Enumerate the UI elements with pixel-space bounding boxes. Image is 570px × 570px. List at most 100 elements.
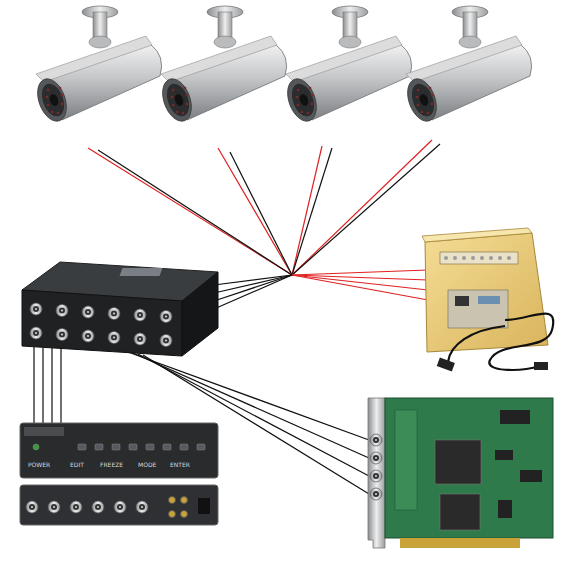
line-shape (230, 152, 292, 275)
bnc-connector (370, 470, 382, 482)
g-shape (444, 256, 511, 260)
rect-shape (395, 410, 417, 510)
line-shape (292, 146, 322, 275)
rect-shape (400, 538, 520, 548)
bullet-camera (282, 6, 411, 125)
rca-jack (169, 497, 176, 504)
rect-shape (495, 450, 513, 460)
bnc-row (370, 434, 382, 500)
panel-button (78, 444, 86, 450)
panel-label: EDIT (70, 462, 84, 468)
circle-shape (444, 256, 448, 260)
polygon-shape (368, 398, 385, 548)
circle-shape (489, 256, 493, 260)
circle-shape (453, 256, 457, 260)
rect-shape (437, 358, 455, 372)
path-shape (489, 313, 553, 369)
bnc-connector (134, 309, 146, 321)
line-shape (98, 150, 292, 275)
bnc-connector (370, 434, 382, 446)
rect-shape (498, 500, 512, 518)
rect-shape (20, 485, 218, 525)
panel-button (163, 444, 171, 450)
bnc-connector (82, 330, 94, 342)
polygon-shape (182, 272, 218, 356)
bnc-connector (114, 501, 126, 513)
panel-button (197, 444, 205, 450)
bullet-camera (402, 6, 531, 125)
line-shape (60, 349, 61, 423)
bnc-connector (70, 501, 82, 513)
line-shape (218, 148, 292, 275)
rect-shape (478, 296, 500, 304)
line-shape (292, 270, 428, 275)
quad-processor (20, 423, 218, 525)
rect-shape (120, 268, 163, 276)
panel-label: POWER (28, 462, 50, 468)
line-shape (292, 144, 440, 275)
power-socket (198, 498, 210, 514)
panel-button (95, 444, 103, 450)
polygon-shape (425, 233, 548, 352)
rect-shape (435, 440, 481, 484)
line-shape (42, 348, 43, 423)
rect-shape (440, 494, 480, 530)
bnc-connector (56, 305, 68, 317)
circle-shape (507, 256, 511, 260)
polygon-shape (422, 228, 532, 242)
power-supply (422, 228, 553, 371)
bnc-connector (56, 329, 68, 341)
rect-shape (520, 470, 542, 482)
rect-shape (24, 427, 64, 436)
bnc-connector (30, 303, 42, 315)
bnc-connector (82, 306, 94, 318)
line-shape (88, 148, 292, 275)
polygon-shape (22, 290, 182, 356)
rect-shape (440, 252, 518, 264)
circle-shape (480, 256, 484, 260)
rca-jack (181, 497, 188, 504)
line-shape (214, 275, 292, 293)
bnc-connector (134, 333, 146, 345)
bullet-camera (32, 6, 161, 125)
path-shape (448, 326, 505, 362)
bnc-connector (48, 501, 60, 513)
rect-shape (20, 423, 218, 478)
rect-shape (385, 398, 553, 538)
bnc-connector (108, 308, 120, 320)
line-shape (33, 347, 34, 423)
video-distributor (22, 262, 218, 356)
line-shape (292, 140, 432, 275)
line-shape (51, 348, 52, 423)
bnc-connector (160, 335, 172, 347)
rca-jack (181, 511, 188, 518)
bnc-connector (92, 501, 104, 513)
bnc-connector (370, 488, 382, 500)
line-shape (292, 275, 428, 300)
rect-shape (455, 296, 469, 306)
panel-button (180, 444, 188, 450)
bnc-connector (136, 501, 148, 513)
panel-button (146, 444, 154, 450)
panel-label: ENTER (170, 462, 190, 468)
circle-shape (471, 256, 475, 260)
panel-label: FREEZE (100, 462, 123, 468)
bnc-connector (160, 311, 172, 323)
circle-shape (498, 256, 502, 260)
bnc-row (30, 303, 172, 347)
g-shape (33, 444, 205, 450)
g-shape (26, 497, 210, 518)
rca-jack (169, 511, 176, 518)
power-led (33, 444, 39, 450)
capture-card (368, 398, 553, 548)
bnc-connector (370, 452, 382, 464)
bnc-connector (26, 501, 38, 513)
circle-shape (462, 256, 466, 260)
panel-button (129, 444, 137, 450)
line-shape (214, 275, 292, 309)
line-shape (214, 275, 292, 301)
bullet-camera (157, 6, 286, 125)
